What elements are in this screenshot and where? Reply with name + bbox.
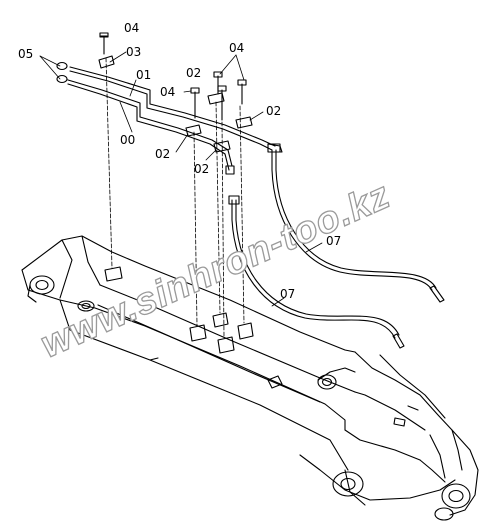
hose-07-upper [267,143,445,303]
watermark: www.sinhron-too.kz [35,174,397,366]
label-03: 03 [126,45,141,59]
clamp-blocks [104,266,254,354]
leader-lines [39,51,323,307]
steel-pipe-00 [67,79,233,171]
hose-07-lower [228,195,405,349]
label-05: 05 [18,47,33,61]
label-01: 01 [136,68,151,82]
pipe-clamps [98,55,253,153]
label-02-right: 02 [266,104,281,118]
label-02-a: 02 [186,66,201,80]
assembly-lines [105,57,245,338]
label-04-top: 04 [124,21,139,35]
label-07-upper: 07 [326,234,341,248]
label-02-lower: 02 [155,147,170,161]
label-07-lower: 07 [280,287,295,301]
label-04-right: 04 [229,41,244,55]
boom-body [21,235,479,521]
label-04-mid: 04 [160,85,175,99]
label-02-center: 02 [194,162,209,176]
callout-labels: 04 03 05 01 00 02 04 04 02 02 02 07 07 [18,21,341,301]
steel-pipe-01 [69,66,276,151]
label-00: 00 [120,133,135,147]
